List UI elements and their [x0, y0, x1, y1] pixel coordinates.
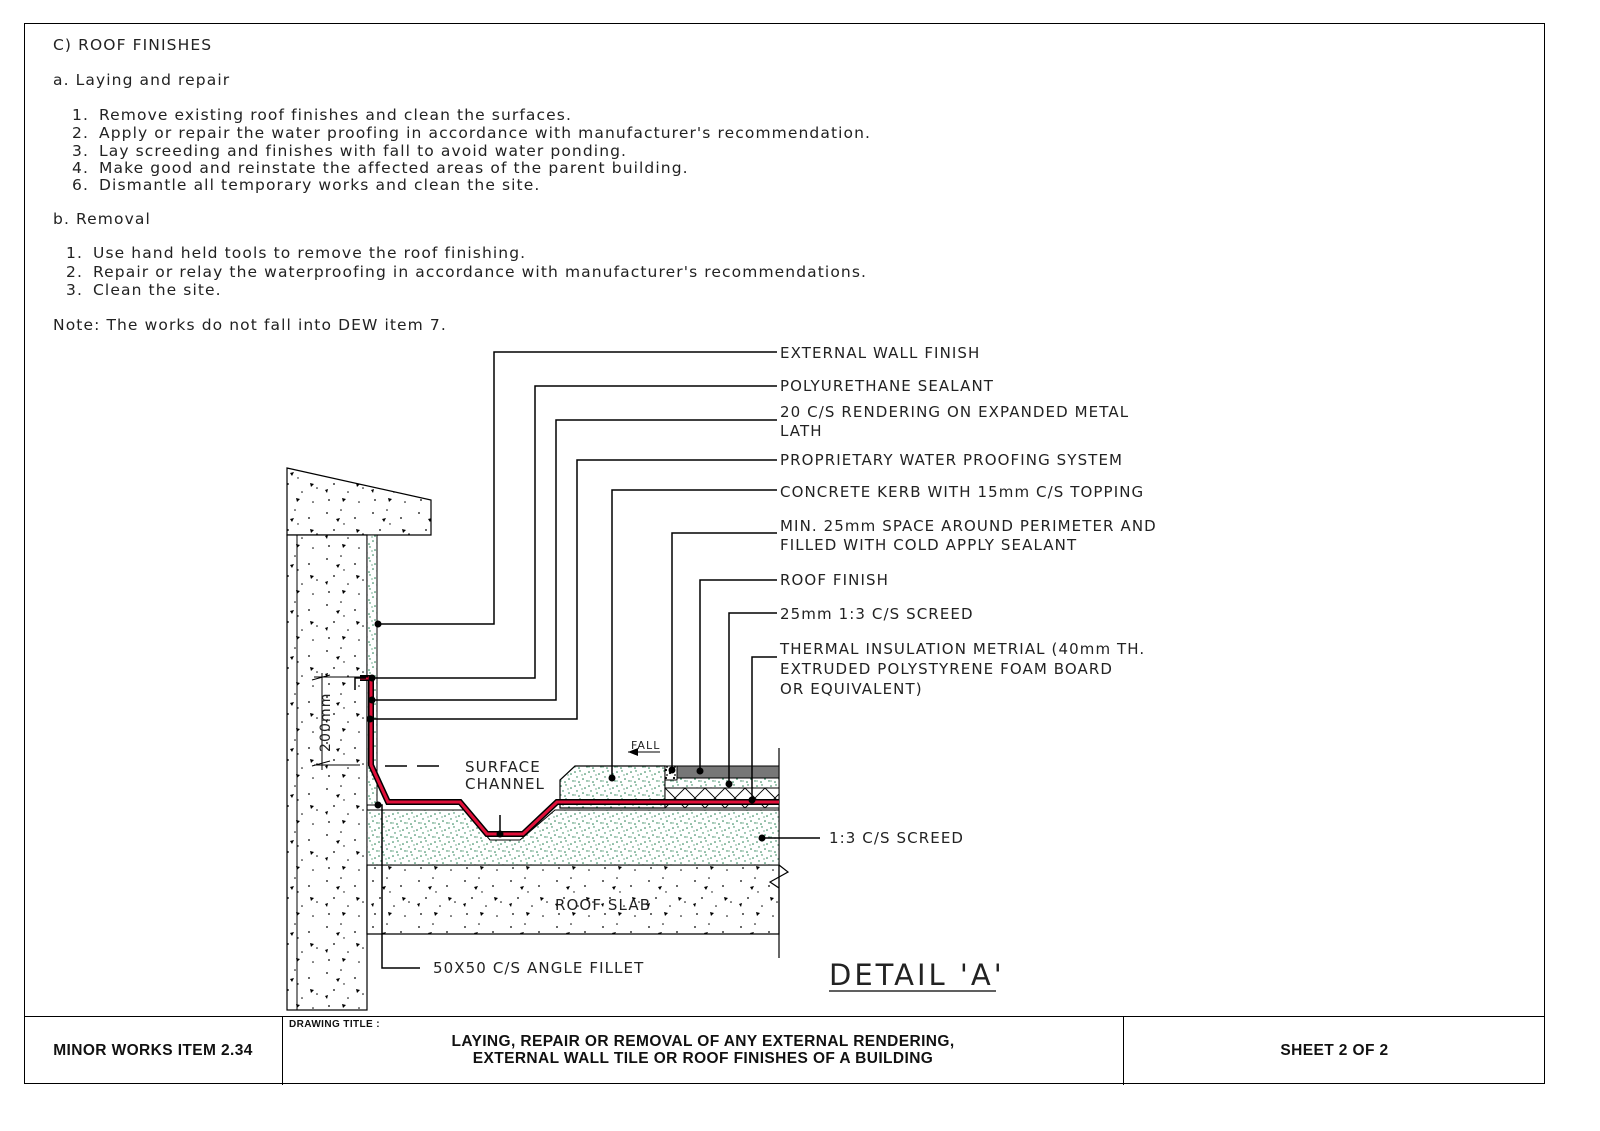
dimension-label: 200mm: [318, 693, 334, 753]
list-item: 3.Clean the site.: [66, 281, 222, 299]
screed-layer: [366, 809, 780, 866]
label-screed-25: 25mm 1:3 C/S SCREED: [780, 605, 974, 623]
label-space-1: MIN. 25mm SPACE AROUND PERIMETER AND: [780, 517, 1157, 535]
note-text: Note: The works do not fall into DEW ite…: [53, 316, 447, 334]
section-b-title: b. Removal: [53, 210, 151, 228]
parapet-coping: [286, 467, 432, 536]
label-insulation-2: EXTRUDED POLYSTYRENE FOAM BOARD: [780, 660, 1113, 678]
list-item: 6.Dismantle all temporary works and clea…: [72, 176, 541, 194]
drawing-frame: [24, 23, 1545, 1084]
label-insulation-1: THERMAL INSULATION METRIAL (40mm TH.: [779, 640, 1145, 658]
detail-title: DETAIL 'A': [829, 958, 1005, 992]
concrete-kerb: [559, 765, 666, 809]
label-roof-slab: ROOF SLAB: [555, 896, 651, 914]
label-space-2: FILLED WITH COLD APPLY SEALANT: [780, 536, 1077, 554]
sheet-number: SHEET 2 OF 2: [1280, 1042, 1389, 1059]
label-waterproofing: PROPRIETARY WATER PROOFING SYSTEM: [780, 451, 1123, 469]
parapet-wall: [286, 534, 368, 1011]
fall-label: FALL: [631, 739, 661, 752]
label-rendering-2: LATH: [780, 422, 823, 440]
label-surface-channel-1: SURFACE: [465, 758, 541, 776]
list-item: 4.Make good and reinstate the affected a…: [72, 159, 689, 177]
label-rendering-1: 20 C/S RENDERING ON EXPANDED METAL: [780, 403, 1129, 421]
section-a-title: a. Laying and repair: [53, 71, 231, 89]
drawing-title-cell: DRAWING TITLE : LAYING, REPAIR OR REMOVA…: [283, 1017, 1124, 1085]
drawing-title: LAYING, REPAIR OR REMOVAL OF ANY EXTERNA…: [451, 1033, 955, 1067]
label-external-wall-finish: EXTERNAL WALL FINISH: [780, 344, 980, 362]
list-item: 3.Lay screeding and finishes with fall t…: [72, 142, 628, 160]
drawing-title-label: DRAWING TITLE :: [289, 1019, 380, 1030]
screed-25-layer: [664, 777, 780, 789]
leader-lines: [370, 351, 820, 969]
list-item: 1.Remove existing roof finishes and clea…: [72, 106, 572, 124]
label-surface-channel-2: CHANNEL: [465, 775, 545, 793]
notes-heading: C) ROOF FINISHES: [53, 36, 213, 54]
list-item: 1.Use hand held tools to remove the roof…: [66, 244, 527, 262]
roof-finish-layer: [664, 765, 780, 779]
leader-dots: [366, 620, 766, 842]
label-screed-13: 1:3 C/S SCREED: [829, 829, 964, 847]
label-polyurethane-sealant: POLYURETHANE SEALANT: [780, 377, 994, 395]
label-angle-fillet: 50X50 C/S ANGLE FILLET: [433, 959, 644, 977]
wall-rendering: [366, 534, 378, 806]
item-number: MINOR WORKS ITEM 2.34: [24, 1017, 283, 1085]
title-block: MINOR WORKS ITEM 2.34 DRAWING TITLE : LA…: [24, 1016, 1545, 1085]
list-item: 2.Repair or relay the waterproofing in a…: [66, 263, 868, 281]
label-roof-finish: ROOF FINISH: [780, 571, 889, 589]
list-item: 2.Apply or repair the water proofing in …: [72, 124, 872, 142]
label-insulation-3: OR EQUIVALENT): [780, 680, 923, 698]
label-kerb: CONCRETE KERB WITH 15mm C/S TOPPING: [780, 483, 1144, 501]
